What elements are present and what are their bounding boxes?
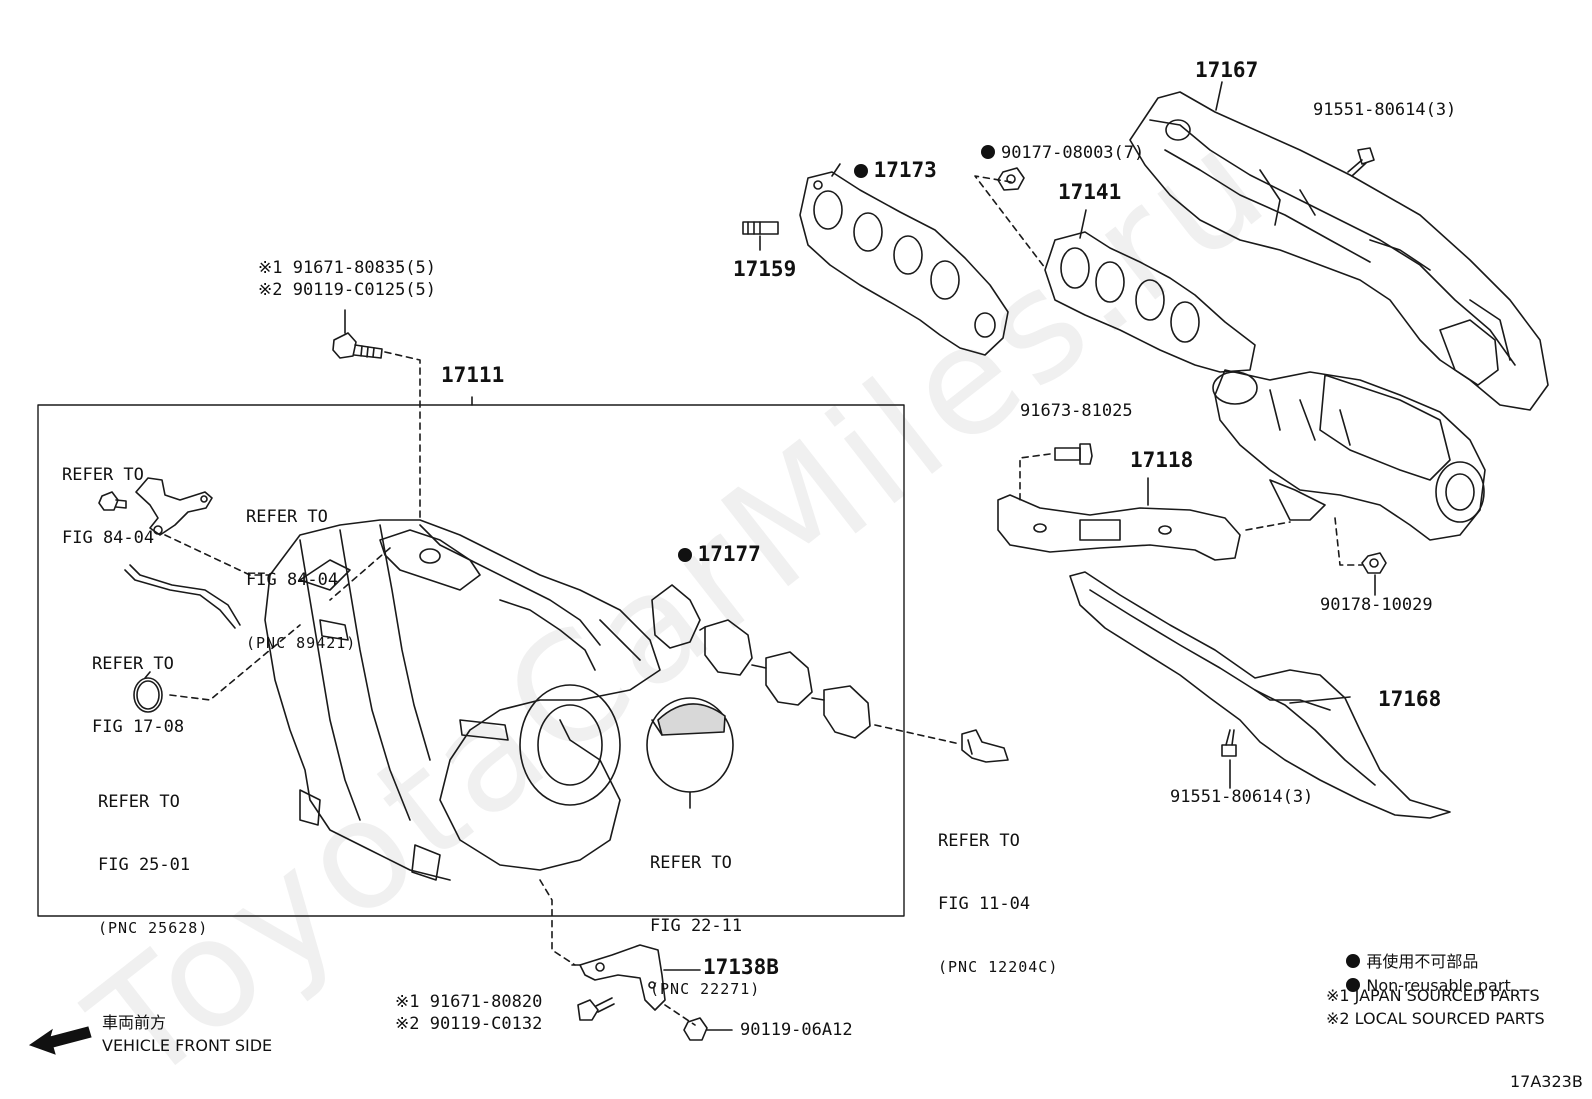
bolt-91551-bottom-icon [1221,729,1237,757]
legend-nonreusable-en: Non-reusable part [1326,956,1511,1016]
front-label-en: VEHICLE FRONT SIDE [102,1036,273,1055]
bolt-bottom-icon [577,997,615,1021]
non-reusable-dot-icon [853,164,868,178]
refer-figure: FIG 17-08 [92,717,185,737]
part-label-17118: 17118 [1130,448,1194,472]
bolt-91673-icon [1054,443,1093,465]
non-reusable-dot-icon [1346,978,1361,992]
refer-label-84-04-b: REFER TO FIG 84-04 (PNC 89421) [246,465,356,696]
non-reusable-dot-icon [1346,954,1361,968]
nut-90178-icon [1361,552,1387,574]
legend-note-local: ※2 LOCAL SOURCED PARTS [1326,1009,1545,1028]
part-label-90178: 90178-10029 [1320,595,1433,615]
refer-figure: FIG 84-04 [62,528,155,548]
legend-note-japan: ※1 JAPAN SOURCED PARTS [1326,986,1540,1005]
refer-text: REFER TO [92,654,174,674]
part-label-91551-top: 91551-80614(3) [1313,100,1457,120]
gasket-17173-icon [799,171,1009,356]
refer-figure: FIG 84-04 [246,570,339,590]
refer-label-25-01: REFER TO FIG 25-01 (PNC 25628) [98,750,208,981]
stay-17118-icon [997,494,1241,561]
heat-insulator-17168-icon [1069,571,1451,819]
part-label-91673: 91673-81025 [1020,401,1133,421]
clamp-icon [133,671,163,713]
intake-manifold-icon [264,519,661,881]
bolt-90119-06a12-icon [683,1017,733,1041]
refer-text: REFER TO [98,792,180,812]
part-label-bottom-bolt-local: ※2 90119-C0132 [395,1014,543,1034]
heat-insulator-17167-icon [1129,91,1549,411]
part-label-17138b: 17138B [703,955,779,979]
refer-figure: FIG 11-04 [938,894,1031,914]
part-label-top-bolt-japan: ※1 91671-80835(5) [258,258,437,278]
legend-jp-text: 再使用不可部品 [1366,952,1479,971]
part-label-bottom-bolt-japan: ※1 91671-80820 [395,992,543,1012]
refer-pnc: (PNC 22271) [650,980,761,998]
part-number-17173: 17173 [873,158,937,182]
figure-code: 17A323B [1510,1072,1583,1091]
bolt-sensor-icon [98,491,127,511]
refer-text: REFER TO [246,507,328,527]
refer-figure: FIG 22-11 [650,916,743,936]
refer-text: REFER TO [938,831,1020,851]
exhaust-manifold-17141-icon [1044,231,1486,541]
refer-label-17-08: REFER TO FIG 17-08 [92,612,184,780]
part-label-90119-06a12: 90119-06A12 [740,1020,853,1040]
non-reusable-dot-icon [980,145,995,159]
part-label-90177: 90177-08003(7) [940,122,1144,185]
part-label-17173: 17173 [803,134,937,206]
refer-pnc: (PNC 12204C) [938,958,1059,976]
part-label-91551-bottom: 91551-80614(3) [1170,787,1314,807]
refer-label-84-04-a: REFER TO FIG 84-04 [62,423,154,591]
refer-pnc: (PNC 25628) [98,919,209,937]
part-number-17177: 17177 [697,542,761,566]
part-label-17141: 17141 [1058,180,1122,204]
bracket-17138b-icon [571,944,666,1011]
throttle-gasket-icon [646,697,734,793]
refer-pnc: (PNC 89421) [246,634,357,652]
part-label-17167: 17167 [1195,58,1259,82]
front-label-jp: 車両前方 [102,1013,167,1032]
hose-icon [124,564,241,629]
intake-manifold-box [37,404,905,917]
stud-17159-icon [742,221,779,235]
part-number-90177: 90177-08003(7) [1000,143,1145,163]
bolt-91551-top-icon [1347,147,1375,177]
part-label-17159: 17159 [733,257,797,281]
refer-label-22-11: REFER TO FIG 22-11 (PNC 22271) [650,811,760,1042]
part-label-top-bolt-local: ※2 90119-C0125(5) [258,280,437,300]
refer-text: REFER TO [650,853,732,873]
part-label-17111: 17111 [441,363,505,387]
gasket-17177-icon [651,584,871,739]
sensor-bracket-icon [135,477,213,536]
part-label-17168: 17168 [1378,687,1442,711]
non-reusable-dot-icon [677,548,692,562]
front-arrow-icon [28,1026,92,1055]
pcv-valve-icon [961,729,1009,763]
refer-text: REFER TO [62,465,144,485]
legend-nonreusable-jp: 再使用不可部品 [1326,932,1478,992]
legend-en-text: Non-reusable part [1366,976,1511,995]
bolt-top-icon [332,332,383,359]
refer-figure: FIG 25-01 [98,855,191,875]
part-label-17177: 17177 [627,518,761,590]
refer-label-11-04: REFER TO FIG 11-04 (PNC 12204C) [938,789,1058,1020]
